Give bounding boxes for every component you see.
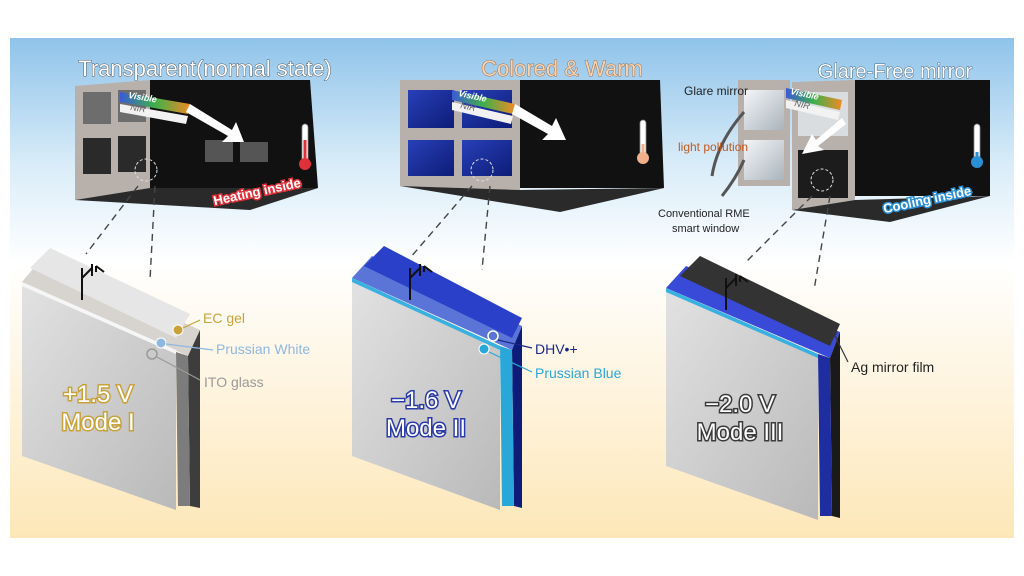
layer-marker-dhv xyxy=(487,330,499,342)
ray-nir xyxy=(452,102,513,124)
panel-title: Glare-Free mirror xyxy=(818,61,973,83)
ec-window-stack xyxy=(352,246,522,510)
leader-line xyxy=(409,185,473,259)
panel-title: Colored & Warm xyxy=(481,56,643,81)
reflect-arrow xyxy=(802,118,846,154)
glare-arrow xyxy=(720,159,746,197)
ray-label-nir: NIR xyxy=(460,100,478,113)
voltage-label: +1.5 V xyxy=(63,381,133,408)
ec-window-stack xyxy=(22,248,200,510)
transmit-arrow xyxy=(186,104,244,142)
ray-visible xyxy=(452,90,515,114)
leader-line xyxy=(85,185,139,255)
ray-nir xyxy=(786,100,840,120)
ray-visible xyxy=(120,92,190,114)
mode-label: Mode II xyxy=(386,415,466,442)
layer-marker-prussian-white xyxy=(155,337,167,349)
leader-line xyxy=(745,195,813,263)
thermometer-icon xyxy=(299,123,311,170)
ray-label-nir: NIR xyxy=(130,102,147,114)
transmit-arrow xyxy=(512,104,566,140)
layer-marker-prussian-blue xyxy=(478,343,490,355)
side-label-light-pollution: light pollution xyxy=(678,140,748,154)
layer-label-ag-mirror: Ag mirror film xyxy=(851,359,934,375)
thermometer-icon xyxy=(971,123,983,168)
callout-line xyxy=(182,319,201,329)
layer-label-ec-gel: EC gel xyxy=(203,310,245,326)
ray-visible xyxy=(786,88,842,110)
battery-icon xyxy=(409,264,433,300)
callout-line xyxy=(488,351,533,373)
ray-label-visible: Visible xyxy=(128,90,158,104)
leader-line xyxy=(481,185,491,271)
mode-label: Mode III xyxy=(697,419,784,446)
leader-line xyxy=(149,185,156,281)
ray-label-nir: NIR xyxy=(794,98,812,111)
layer-label-ito: ITO glass xyxy=(204,374,264,390)
layer-label-dhv: DHV•+ xyxy=(535,341,578,357)
leader-line xyxy=(813,195,831,291)
callout-line xyxy=(165,343,214,351)
glare-arrow xyxy=(710,111,746,177)
window-highlight-circle xyxy=(134,158,158,182)
layer-marker-ec-gel xyxy=(172,324,184,336)
callout-line xyxy=(834,335,849,363)
layer-marker-ito xyxy=(146,348,158,360)
window-highlight-circle xyxy=(470,158,494,182)
room-box xyxy=(400,80,664,212)
ec-window-stack xyxy=(666,256,840,520)
voltage-label: −1.6 V xyxy=(391,387,461,414)
side-label-smart-window: smart window xyxy=(672,223,739,235)
side-label-conventional-rme: Conventional RME xyxy=(658,208,750,220)
battery-icon xyxy=(725,274,749,310)
thermometer-icon xyxy=(637,119,649,164)
side-label-glare-mirror: Glare mirror xyxy=(684,84,748,98)
callout-line xyxy=(497,339,533,349)
battery-icon xyxy=(81,264,105,300)
mode-label: Mode I xyxy=(61,409,134,436)
panel-colored-warm: Colored & Warm Visible NIR xyxy=(352,56,664,510)
panel-transparent: Transparent(normal state) Visible NIR xyxy=(22,56,332,510)
conventional-window-box xyxy=(738,80,790,186)
window-highlight-circle xyxy=(810,168,834,192)
callout-line xyxy=(156,356,201,381)
layer-marker-ag-mirror xyxy=(825,326,837,338)
layer-label-prussian-blue: Prussian Blue xyxy=(535,365,622,381)
panel-title: Transparent(normal state) xyxy=(78,56,332,81)
panel-glare-free-mirror: Glare-Free mirror Visible NIR Cooling in… xyxy=(658,61,990,520)
ray-nir xyxy=(120,104,188,124)
layer-label-prussian-white: Prussian White xyxy=(216,341,310,357)
voltage-label: −2.0 V xyxy=(705,391,775,418)
